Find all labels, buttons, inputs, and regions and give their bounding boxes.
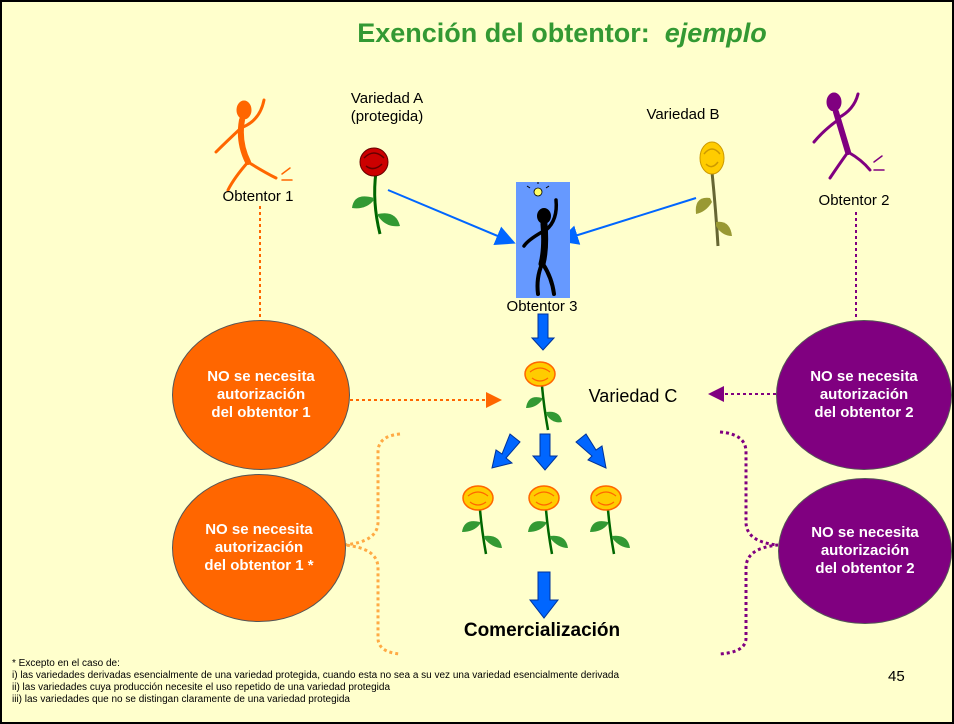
footnote-intro: * Excepto en el caso de: — [12, 658, 120, 669]
page-title: Exención del obtentor: ejemplo — [302, 18, 822, 49]
circle-text-top-right: NO se necesita autorización del obtentor… — [810, 368, 918, 421]
breeder3-label: Obtentor 3 — [506, 298, 578, 315]
breeder2-figure — [812, 92, 885, 180]
circle-no-auth-breeder2: NO se necesita autorización del obtentor… — [776, 320, 952, 470]
variety-a-line2: (protegida) — [350, 108, 424, 125]
variety-b-label: Variedad B — [646, 106, 720, 123]
rose-row-center-icon — [528, 485, 568, 555]
circle-text-bottom-left: NO se necesita autorización del obtentor… — [204, 521, 314, 574]
breeder3-figure — [516, 182, 570, 298]
breeder1-figure — [214, 98, 293, 192]
arrow-c-to-left-rose — [491, 433, 521, 469]
rose-yellow-icon — [695, 141, 732, 247]
arrow-c-to-right-rose — [575, 433, 607, 469]
arrow-variety-a-to-breeder3 — [387, 189, 516, 246]
variety-a-line1: Variedad A — [350, 90, 424, 107]
variety-a-label: Variedad A (protegida) — [332, 90, 442, 126]
orange-brace — [343, 432, 401, 656]
page-number: 45 — [888, 668, 905, 685]
rose-row-right-icon — [590, 485, 630, 555]
circle-no-auth-breeder1: NO se necesita autorización del obtentor… — [172, 320, 350, 470]
rose-red-icon — [352, 147, 400, 235]
variety-c-label: Variedad C — [588, 386, 678, 406]
circle-text-top-left: NO se necesita autorización del obtentor… — [207, 368, 315, 421]
arrow-variety-b-to-breeder3 — [558, 197, 697, 245]
breeder2-label: Obtentor 2 — [818, 192, 890, 209]
arrow-to-commercialization — [528, 571, 560, 619]
purple-brace — [719, 430, 779, 656]
circle-no-auth-breeder2-lower: NO se necesita autorización del obtentor… — [778, 478, 952, 624]
arrow-breeder3-to-c — [530, 313, 556, 351]
breeder1-label: Obtentor 1 — [222, 188, 294, 205]
circle-no-auth-breeder1-exception: NO se necesita autorización del obtentor… — [172, 474, 346, 622]
footnote-item-1: i) las variedades derivadas esencialment… — [12, 670, 620, 681]
rose-variety-c-icon — [524, 361, 562, 431]
footnote-item-3: iii) las variedades que no se distingan … — [12, 694, 350, 705]
title-main: Exención del obtentor: — [357, 18, 650, 48]
rose-row-left-icon — [462, 485, 502, 555]
title-emphasis: ejemplo — [664, 18, 767, 48]
footnote-item-2: ii) las variedades cuya producción neces… — [12, 682, 391, 693]
commercialization-label: Comercialización — [463, 620, 621, 641]
circle-text-bottom-right: NO se necesita autorización del obtentor… — [811, 524, 919, 577]
arrow-c-to-center-rose — [531, 433, 559, 471]
